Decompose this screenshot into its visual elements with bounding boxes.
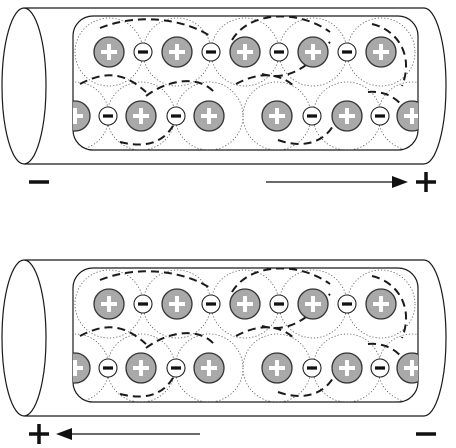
electron-upper-1 [133,42,153,62]
current-arrow-head [56,428,72,440]
electron-upper-4 [337,294,357,314]
positive-ion-lower-6 [396,100,418,132]
positive-ion-lower-4 [261,100,293,132]
positive-ion-lower-3-plus-symbol [201,360,217,376]
positive-ion-lower-4 [261,352,293,384]
positive-ion-lower-5-plus-symbol [339,108,355,124]
positive-ion-upper-2 [161,36,193,68]
positive-ion-upper-4 [297,36,329,68]
positive-ion-upper-5 [365,288,397,320]
positive-ion-lower-4-plus-symbol [269,108,285,124]
positive-ion-upper-2-plus-symbol [169,44,185,60]
positive-ion-lower-6 [396,352,418,384]
right-terminal-plus-symbol [416,172,436,192]
wire-body-outline [24,7,447,165]
electron-path-2 [231,268,331,293]
wire-body-outline [24,259,447,417]
positive-ion-upper-1-plus-symbol [101,44,117,60]
positive-ion-lower-1-plus-symbol [73,360,83,376]
electron-path-4 [371,23,407,87]
electron-upper-1 [133,294,153,314]
electron-path-1 [99,270,211,289]
wire-end-cap [1,259,47,417]
positive-ion-upper-2-plus-symbol [169,296,185,312]
positive-ion-lower-1-plus-symbol [73,108,83,124]
positive-ion-lower-4-plus-symbol [269,360,285,376]
electron-path-8 [235,326,297,341]
electron-lower-3 [302,358,322,378]
positive-ion-lower-5-plus-symbol [339,360,355,376]
positive-ion-lower-2 [125,352,157,384]
electron-upper-4 [337,42,357,62]
electron-path-9 [277,375,335,397]
positive-ion-lower-5 [331,352,363,384]
conductor-panel-top [1,7,447,192]
positive-ion-upper-5-plus-symbol [373,296,389,312]
electron-lower-4 [370,106,390,126]
positive-ion-upper-3 [229,36,261,68]
positive-ion-lower-6-plus-symbol [404,360,418,376]
positive-ion-lower-3 [193,100,225,132]
positive-ion-lower-1 [73,100,91,132]
electron-lower-2 [166,106,186,126]
lattice-contents [73,16,418,150]
electron-path-3 [261,41,331,77]
left-terminal-plus-symbol [29,424,49,444]
positive-ion-lower-3-plus-symbol [201,108,217,124]
electron-path-5 [79,74,147,93]
electron-path-10 [367,342,411,375]
current-arrow-head [392,176,408,188]
electron-upper-3 [269,294,289,314]
electron-path-7 [145,332,215,349]
electron-upper-2 [201,294,221,314]
positive-ion-upper-1-plus-symbol [101,296,117,312]
positive-ion-lower-3 [193,352,225,384]
positive-ion-lower-6-plus-symbol [404,108,418,124]
lattice-region [72,15,419,151]
electron-path-9 [277,123,335,145]
positive-ion-lower-2-plus-symbol [133,108,149,124]
electron-path-7 [145,80,215,97]
positive-ion-upper-1 [93,36,125,68]
positive-ion-upper-3-plus-symbol [237,296,253,312]
electron-path-5 [79,326,147,345]
electron-upper-2 [201,42,221,62]
electron-lower-4 [370,358,390,378]
electron-path-3 [261,293,331,329]
positive-ion-lower-5 [331,100,363,132]
positive-ion-upper-5-plus-symbol [373,44,389,60]
electron-path-8 [235,74,297,89]
electron-path-4 [371,275,407,339]
positive-ion-upper-4-plus-symbol [305,296,321,312]
electron-path-10 [367,90,411,123]
positive-ion-upper-4-plus-symbol [305,44,321,60]
positive-ion-upper-5 [365,36,397,68]
lattice-region [72,267,419,403]
electron-upper-3 [269,42,289,62]
electron-path-2 [231,16,331,41]
electron-lower-1 [98,106,118,126]
conductor-panel-bottom [1,259,447,444]
electron-lower-3 [302,106,322,126]
positive-ion-upper-1 [93,288,125,320]
positive-ion-upper-4 [297,288,329,320]
positive-ion-lower-2 [125,100,157,132]
positive-ion-lower-1 [73,352,91,384]
lattice-contents [73,268,418,402]
electron-lower-2 [166,358,186,378]
electron-lower-1 [98,358,118,378]
electron-path-1 [99,18,211,37]
wire-end-cap [1,7,47,165]
positive-ion-upper-3-plus-symbol [237,44,253,60]
positive-ion-upper-3 [229,288,261,320]
positive-ion-upper-2 [161,288,193,320]
positive-ion-lower-2-plus-symbol [133,360,149,376]
